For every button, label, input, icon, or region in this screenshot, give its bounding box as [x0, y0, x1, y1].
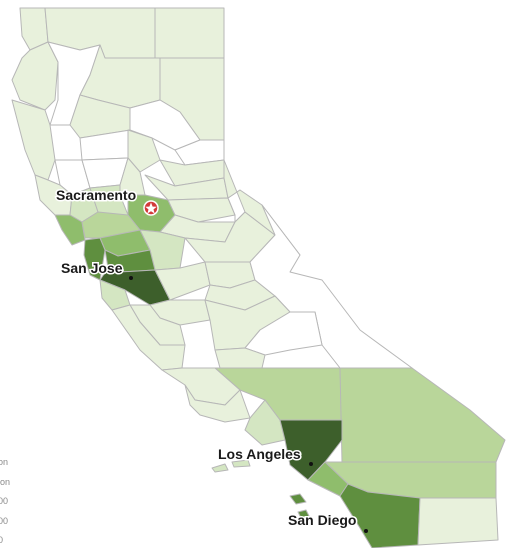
- county-modoc[interactable]: [154, 7, 225, 59]
- county-layer: [11, 7, 506, 548]
- county-imperial[interactable]: [417, 497, 499, 546]
- channel-island: [289, 493, 307, 505]
- county-san-bernardino[interactable]: [339, 367, 506, 463]
- legend-item: on: [0, 457, 9, 467]
- channel-island: [297, 509, 311, 521]
- county-mendocino[interactable]: [11, 99, 56, 181]
- city-label-san-jose: San Jose: [61, 260, 123, 276]
- city-markers: [129, 200, 368, 533]
- city-dot: [309, 462, 313, 466]
- county-monterey[interactable]: [111, 304, 186, 371]
- legend-item: 00: [0, 516, 9, 526]
- channel-island: [231, 459, 251, 468]
- city-dot: [364, 529, 368, 533]
- county-butte[interactable]: [127, 129, 161, 173]
- county-humboldt[interactable]: [11, 41, 59, 111]
- channel-island: [211, 463, 229, 473]
- county-el-dorado[interactable]: [167, 197, 236, 223]
- legend-item: 0: [0, 535, 4, 545]
- city-label-sacramento: Sacramento: [56, 187, 136, 203]
- capital-star-icon: [143, 200, 159, 216]
- city-dot: [129, 276, 133, 280]
- county-mono[interactable]: [223, 57, 301, 256]
- legend-item: ion: [0, 477, 11, 487]
- county-kings[interactable]: [214, 347, 266, 369]
- city-label-los-angeles: Los Angeles: [218, 446, 301, 462]
- city-label-san-diego: San Diego: [288, 512, 356, 528]
- city-labels: Sacramento San Jose Los Angeles San Dieg…: [55, 186, 358, 530]
- legend-item: 00: [0, 496, 9, 506]
